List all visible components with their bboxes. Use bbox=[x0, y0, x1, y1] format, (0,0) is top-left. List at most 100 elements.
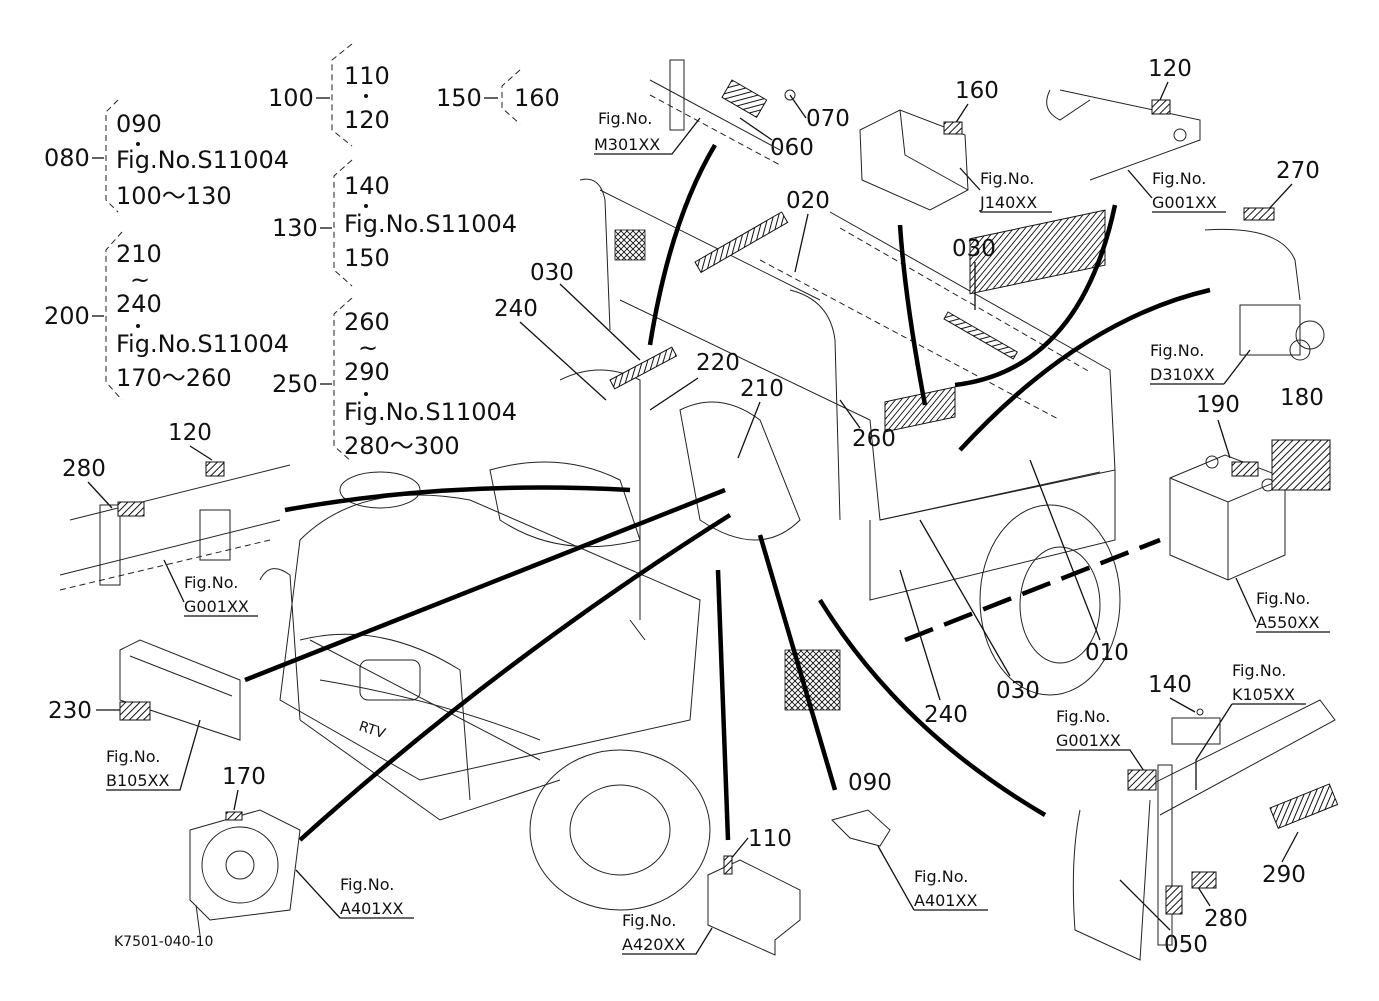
rear-bracket-detail bbox=[649, 59, 796, 166]
group-item: 110 bbox=[344, 62, 390, 90]
callout-210: 210 bbox=[740, 376, 784, 402]
radiator-fan-detail bbox=[189, 809, 301, 936]
decal-110 bbox=[723, 855, 733, 875]
decal-120-left bbox=[205, 461, 225, 477]
group-item: 280～300 bbox=[344, 432, 460, 460]
svg-text:A420XX: A420XX bbox=[622, 935, 685, 954]
callout-220: 220 bbox=[696, 350, 740, 376]
callout-010: 010 bbox=[1085, 640, 1129, 666]
callout-280: 280 bbox=[1204, 906, 1248, 932]
group-parent-label: 200 bbox=[44, 302, 90, 330]
svg-text:Fig.No.: Fig.No. bbox=[914, 867, 968, 886]
fig-ref-a401-left: Fig.No. A401XX bbox=[295, 869, 414, 919]
group-item: 140 bbox=[344, 172, 390, 200]
range-tilde: ~ bbox=[130, 266, 150, 294]
svg-text:Fig.No.: Fig.No. bbox=[1232, 661, 1286, 680]
svg-text:Fig.No.: Fig.No. bbox=[980, 169, 1034, 188]
group-250: 250 260 ~ 290 Fig.No.S11004 280～300 bbox=[272, 297, 517, 463]
svg-text:G001XX: G001XX bbox=[1056, 731, 1121, 750]
fig-ref-j140: Fig.No. J140XX bbox=[959, 167, 1052, 213]
bed-rail-label bbox=[943, 311, 1018, 360]
fig-ref-k105: Fig.No. K105XX bbox=[1195, 661, 1306, 790]
fig-ref-m301: Fig.No. M301XX bbox=[594, 109, 701, 155]
group-200: 200 210 ~ 240 Fig.No.S11004 170～260 bbox=[44, 231, 289, 401]
svg-text:G001XX: G001XX bbox=[184, 597, 249, 616]
callout-140: 140 bbox=[1148, 672, 1192, 698]
group-item: 170～260 bbox=[116, 364, 232, 392]
group-080: 080 090 Fig.No.S11004 100～130 bbox=[44, 99, 289, 213]
fig-ref-d310: Fig.No. D310XX bbox=[1150, 341, 1251, 385]
svg-text:B105XX: B105XX bbox=[106, 771, 169, 790]
group-item: Fig.No.S11004 bbox=[116, 146, 289, 174]
svg-text:Fig.No.: Fig.No. bbox=[340, 875, 394, 894]
callout-170: 170 bbox=[222, 764, 266, 790]
battery-detail bbox=[1169, 439, 1331, 581]
svg-text:K105XX: K105XX bbox=[1232, 685, 1295, 704]
svg-text:G001XX: G001XX bbox=[1152, 193, 1217, 212]
decal-180 bbox=[1271, 439, 1331, 491]
group-item: 260 bbox=[344, 308, 390, 336]
rear-axle-top-detail bbox=[1046, 89, 1201, 181]
svg-text:Fig.No.: Fig.No. bbox=[184, 573, 238, 592]
group-item: Fig.No.S11004 bbox=[344, 398, 517, 426]
decal-120-top bbox=[1151, 99, 1171, 115]
group-150: 150 160 bbox=[436, 69, 560, 125]
group-item: 210 bbox=[116, 240, 162, 268]
toolbox-detail bbox=[859, 109, 969, 211]
group-parent-label: 100 bbox=[268, 84, 314, 112]
callout-240: 240 bbox=[924, 702, 968, 728]
rops-label-lower bbox=[609, 346, 678, 390]
svg-text:Fig.No.: Fig.No. bbox=[1152, 169, 1206, 188]
callout-240: 240 bbox=[494, 296, 538, 322]
group-parent-label: 250 bbox=[272, 370, 318, 398]
decal-170 bbox=[225, 811, 243, 821]
rear-panel-detail bbox=[119, 639, 241, 741]
callout-030: 030 bbox=[996, 678, 1040, 704]
callout-290: 290 bbox=[1262, 862, 1306, 888]
group-100: 100 110 120 bbox=[268, 43, 390, 147]
bed-decal-small bbox=[884, 386, 956, 433]
rear-frame-detail bbox=[1072, 699, 1339, 961]
svg-text:A401XX: A401XX bbox=[914, 891, 977, 910]
callout-270: 270 bbox=[1276, 158, 1320, 184]
callout-090: 090 bbox=[848, 770, 892, 796]
decal-290 bbox=[1269, 783, 1339, 830]
group-parent-label: 130 bbox=[272, 214, 318, 242]
group-item: 100～130 bbox=[116, 182, 232, 210]
svg-text:Fig.No.: Fig.No. bbox=[1056, 707, 1110, 726]
callout-020: 020 bbox=[786, 188, 830, 214]
rear-screen bbox=[614, 229, 646, 261]
drawing-code: K7501-040-10 bbox=[114, 934, 213, 950]
engine-detail bbox=[1204, 207, 1325, 361]
group-item: 160 bbox=[514, 84, 560, 112]
callout-260: 260 bbox=[852, 426, 896, 452]
callout-120: 120 bbox=[168, 420, 212, 446]
group-item: 290 bbox=[344, 358, 390, 386]
decal-230 bbox=[119, 701, 151, 721]
utility-vehicle: RTV bbox=[259, 178, 1121, 911]
group-item: 150 bbox=[344, 244, 390, 272]
decal-050-top bbox=[1127, 769, 1157, 791]
side-grille bbox=[784, 649, 841, 711]
group-item: Fig.No.S11004 bbox=[344, 210, 517, 238]
group-item: 090 bbox=[116, 110, 162, 138]
svg-text:A550XX: A550XX bbox=[1256, 613, 1319, 632]
callout-280: 280 bbox=[62, 456, 106, 482]
fig-ref-a420: Fig.No. A420XX bbox=[622, 911, 713, 955]
fig-ref-g001-right: Fig.No. G001XX bbox=[1056, 707, 1151, 781]
small-bracket-detail bbox=[831, 809, 891, 847]
decal-050 bbox=[1165, 885, 1183, 915]
figure-references: Fig.No. M301XX Fig.No. J140XX Fig.No. G0… bbox=[106, 109, 1330, 955]
detail-parts bbox=[59, 59, 1339, 961]
fig-ref-b105: Fig.No. B105XX bbox=[106, 719, 201, 791]
svg-text:D310XX: D310XX bbox=[1150, 365, 1215, 384]
svg-text:Fig.No.: Fig.No. bbox=[106, 747, 160, 766]
callout-070: 070 bbox=[806, 106, 850, 132]
callout-230: 230 bbox=[48, 698, 92, 724]
callouts: 010 020 030 030 030 050 060 070 090 110 … bbox=[48, 56, 1324, 958]
decal-280-left bbox=[117, 501, 145, 517]
decal-280-right bbox=[1191, 871, 1217, 889]
leader-arrows bbox=[244, 143, 1211, 842]
bolt-070 bbox=[784, 89, 796, 101]
